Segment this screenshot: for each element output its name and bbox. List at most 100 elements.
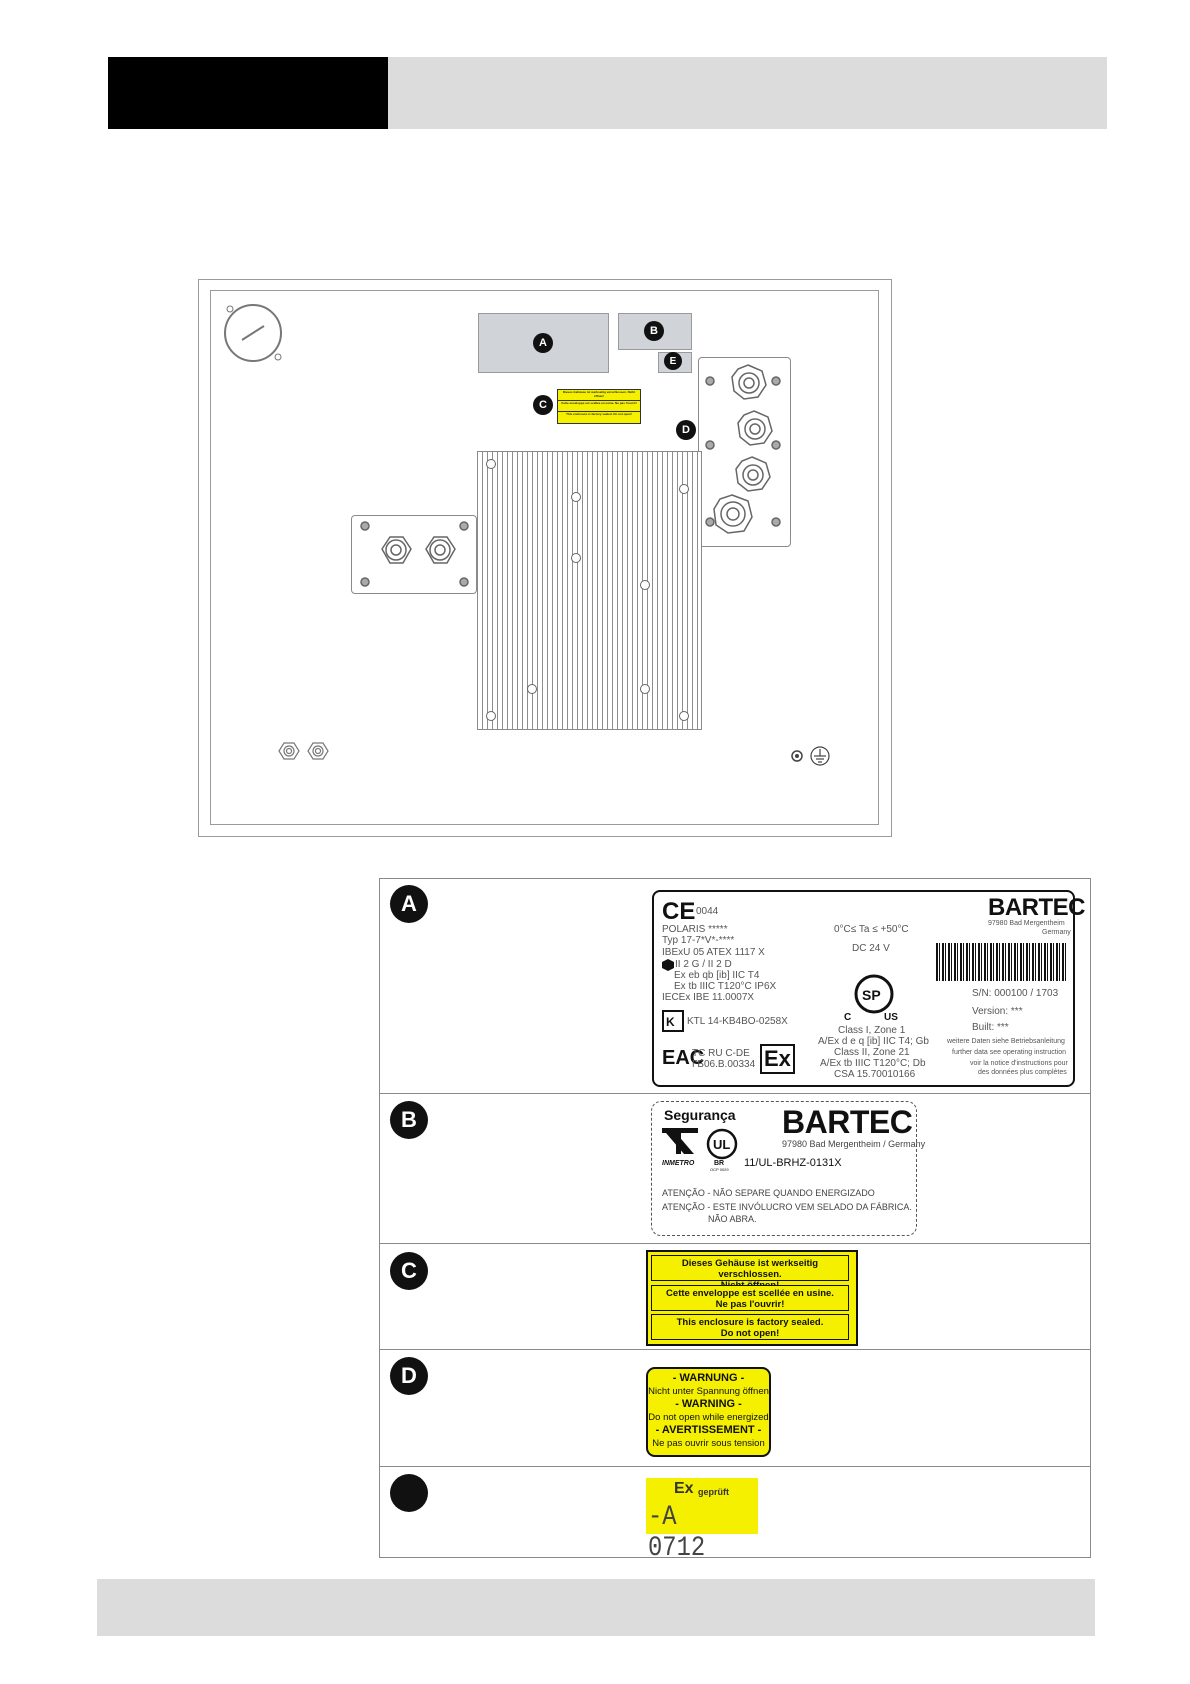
serial-number: S/N: 000100 / 1703 — [972, 988, 1059, 999]
label-b-brand: BARTEC — [782, 1104, 913, 1140]
iecex-cert: IECEx IBE 11.0007X — [662, 992, 755, 1003]
csa-c: C — [844, 1012, 852, 1023]
ground-icon — [791, 746, 830, 766]
label-b-warning-2: ATENÇÃO - ESTE INVÓLUCRO VEM SELADO DA F… — [662, 1202, 912, 1212]
mini-label-c-line1: Dieses Gehäuse ist werkseitig verschloss… — [558, 390, 640, 401]
heatsink-screw — [571, 553, 581, 563]
label-table — [379, 878, 1091, 1558]
csa-cert: CSA 15.70010166 — [834, 1069, 916, 1080]
ul-logo-text: UL — [713, 1137, 730, 1152]
marker-c: C — [533, 395, 553, 415]
ex-inspection-ex: Ex — [674, 1480, 694, 1497]
class1-marking: A/Ex d e q [ib] IIC T4; Gb — [818, 1036, 929, 1047]
supply-voltage: DC 24 V — [852, 943, 890, 954]
product-name: POLARIS ***** — [662, 924, 728, 935]
label-c-position: Dieses Gehäuse ist werkseitig verschloss… — [557, 389, 641, 424]
note-french-1: voir la notice d'instructions pour — [970, 1060, 1068, 1067]
heatsink-screw — [679, 711, 689, 721]
ce-mark: CE — [662, 898, 696, 925]
ambient-temperature: 0°C≤ Ta ≤ +50°C — [834, 924, 909, 935]
eac-mark: EAC — [662, 1047, 705, 1069]
heatsink-screw — [486, 711, 496, 721]
barcode — [936, 943, 1066, 981]
warning-heading-fr: - AVERTISSEMENT - — [655, 1424, 762, 1436]
sealed-french: Cette enveloppe est scellée en usine. Ne… — [651, 1285, 849, 1311]
row-divider — [379, 1243, 1091, 1244]
csa-logo-icon: SP — [854, 974, 894, 1014]
row-badge-b: B — [390, 1101, 428, 1139]
sealed-french-line1: Cette enveloppe est scellée en usine. — [666, 1288, 834, 1299]
address-country: Germany — [1042, 929, 1071, 936]
dust-protection: Ex tb IIIC T120°C IP6X — [674, 981, 777, 992]
heatsink-screw — [571, 492, 581, 502]
sealed-english-line1: This enclosure is factory sealed. — [676, 1317, 824, 1328]
connector-icon — [278, 742, 329, 760]
sealed-english: This enclosure is factory sealed. Do not… — [651, 1314, 849, 1340]
inmetro-text: INMETRO — [662, 1160, 695, 1167]
heatsink-screw — [640, 684, 650, 694]
label-b-warning-3: NÃO ABRA. — [708, 1214, 757, 1224]
equipment-category: II 2 G / II 2 D — [675, 959, 732, 970]
sealed-french-line2: Ne pas l'ouvrir! — [715, 1299, 785, 1310]
warning-label: - WARNUNG - Nicht unter Spannung öffnen … — [646, 1367, 771, 1457]
svg-text:K: K — [666, 1015, 675, 1029]
label-b-address: 97980 Bad Mergentheim / Germany — [782, 1139, 926, 1149]
warning-text-de: Nicht unter Spannung öffnen — [648, 1385, 769, 1397]
sealed-german-line1: Dieses Gehäuse ist werkseitig verschloss… — [681, 1258, 819, 1280]
heatsink — [477, 451, 702, 730]
built: Built: *** — [972, 1022, 1009, 1033]
row-badge-a: A — [390, 885, 428, 923]
mini-label-c-line3: This enclosure is factory sealed. Do not… — [566, 412, 632, 416]
row-divider — [379, 1349, 1091, 1350]
label-b-cert: 11/UL-BRHZ-0131X — [744, 1157, 842, 1169]
row-badge-e — [390, 1474, 428, 1512]
address-city: 97980 Bad Mergentheim — [988, 920, 1065, 927]
row-badge-d: D — [390, 1357, 428, 1395]
ex-hexagon-icon — [662, 959, 674, 971]
ex-inspection-label: Ex geprüft -A 0712 — [646, 1478, 758, 1564]
marker-e: E — [664, 352, 682, 370]
ul-logo-icon: UL — [706, 1128, 738, 1160]
notified-body: 0044 — [696, 906, 719, 917]
brazil-certification-label: Segurança BARTEC 97980 Bad Mergentheim /… — [651, 1101, 925, 1236]
pressure-element-icon — [224, 304, 282, 362]
class2-zone: Class II, Zone 21 — [834, 1047, 910, 1058]
ocp-mark: OCP 0029 — [710, 1167, 729, 1172]
class2-marking: A/Ex tb IIIC T120°C; Db — [820, 1058, 926, 1069]
row-divider — [379, 1093, 1091, 1094]
heatsink-screw — [486, 459, 496, 469]
atex-cert: IBExU 05 ATEX 1117 X — [662, 947, 765, 958]
inmetro-logo-icon — [662, 1128, 698, 1154]
header-black-block — [108, 57, 388, 129]
ex-inspection-code: -A 0712 — [648, 1502, 706, 1564]
note-german: weitere Daten siehe Betriebsanleitung — [947, 1038, 1065, 1045]
version: Version: *** — [972, 1006, 1023, 1017]
product-type: Typ 17-7*V*-**** — [662, 935, 735, 946]
br-mark: BR — [714, 1160, 725, 1167]
warning-text-fr: Ne pas ouvrir sous tension — [652, 1437, 765, 1449]
class1-zone: Class I, Zone 1 — [838, 1025, 906, 1036]
device-back-panel — [210, 290, 879, 825]
marker-a: A — [533, 333, 553, 353]
ex-logo: Ex — [760, 1044, 795, 1074]
warning-text-en: Do not open while energized — [648, 1411, 769, 1423]
svg-text:SP: SP — [862, 987, 881, 1003]
sealed-english-line2: Do not open! — [720, 1328, 780, 1339]
row-divider — [379, 1466, 1091, 1467]
cable-gland-plate-left — [351, 515, 477, 594]
label-b-title: Segurança — [664, 1107, 736, 1123]
kc-mark-icon: K — [662, 1010, 684, 1032]
marker-d: D — [676, 420, 696, 440]
heatsink-screw — [527, 684, 537, 694]
warning-heading-de: - WARNUNG - — [672, 1372, 745, 1384]
marker-b: B — [644, 321, 664, 341]
sealed-german: Dieses Gehäuse ist werkseitig verschloss… — [651, 1255, 849, 1291]
warning-heading-en: - WARNING - — [675, 1398, 742, 1410]
kc-cert: KTL 14-KB4BO-0258X — [687, 1016, 788, 1027]
gas-protection: Ex eb qb [ib] IIC T4 — [674, 970, 760, 981]
csa-us: US — [884, 1012, 898, 1023]
row-badge-c: C — [390, 1252, 428, 1290]
mini-label-c-line2: Cette enveloppe est scellée en usine. Ne… — [558, 401, 640, 412]
brand-logo: BARTEC — [988, 894, 1086, 921]
note-french-2: des données plus complètes — [978, 1069, 1067, 1076]
